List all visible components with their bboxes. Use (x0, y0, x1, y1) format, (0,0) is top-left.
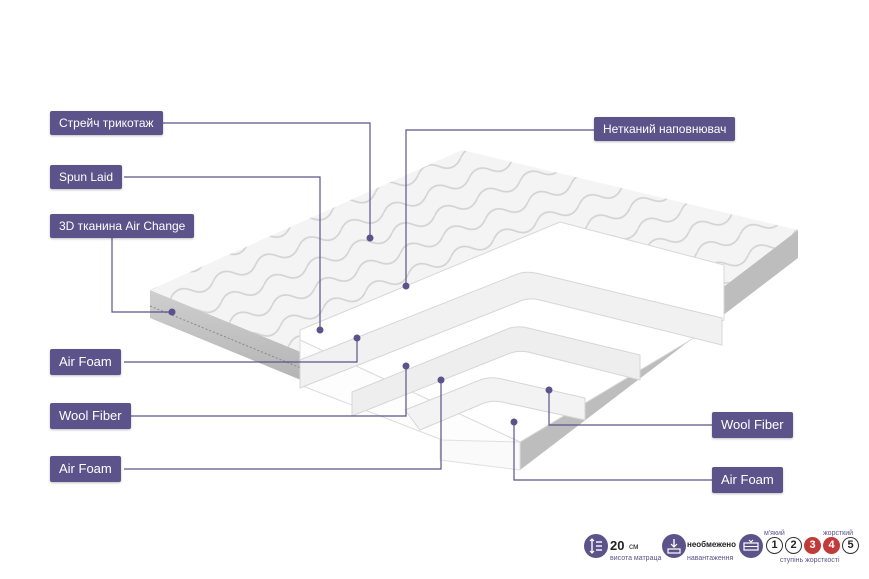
firmness-level-2: 2 (785, 537, 802, 554)
label-air-foam-right: Air Foam (712, 467, 783, 493)
firmness-soft-label: м'який (764, 530, 785, 537)
firmness-level-5: 5 (842, 537, 859, 554)
firmness-caption: ступінь жорсткості (780, 557, 840, 564)
firmness-icon (739, 534, 763, 558)
label-nonwoven-filler: Нетканий наповнювач (594, 117, 736, 141)
label-wool-fiber-right: Wool Fiber (712, 412, 793, 438)
load-icon (662, 534, 686, 558)
height-caption: висота матраца (610, 555, 662, 562)
firmness-level-1: 1 (766, 537, 783, 554)
load-value: необмежено (687, 540, 736, 549)
layer-step-2 (351, 326, 641, 417)
height-icon (584, 534, 608, 558)
layer-step-3 (404, 377, 586, 431)
label-3d-air-change: 3D тканина Air Change (50, 214, 195, 238)
label-spun-laid: Spun Laid (50, 165, 123, 189)
label-wool-fiber-left: Wool Fiber (50, 403, 131, 429)
firmness-level-4: 4 (823, 537, 840, 554)
label-stretch-knit: Стрейч трикотаж (50, 111, 163, 135)
spec-bar: 20 см висота матраца необмежено навантаж… (580, 530, 865, 570)
height-value: 20 (610, 538, 625, 553)
firmness-hard-label: жорсткий (823, 530, 854, 537)
label-air-foam-left-1: Air Foam (50, 349, 121, 375)
height-unit: см (629, 542, 639, 551)
firmness-level-3: 3 (804, 537, 821, 554)
layer-step-1 (299, 271, 723, 389)
load-caption: навантаження (687, 555, 734, 562)
label-air-foam-left-2: Air Foam (50, 456, 121, 482)
